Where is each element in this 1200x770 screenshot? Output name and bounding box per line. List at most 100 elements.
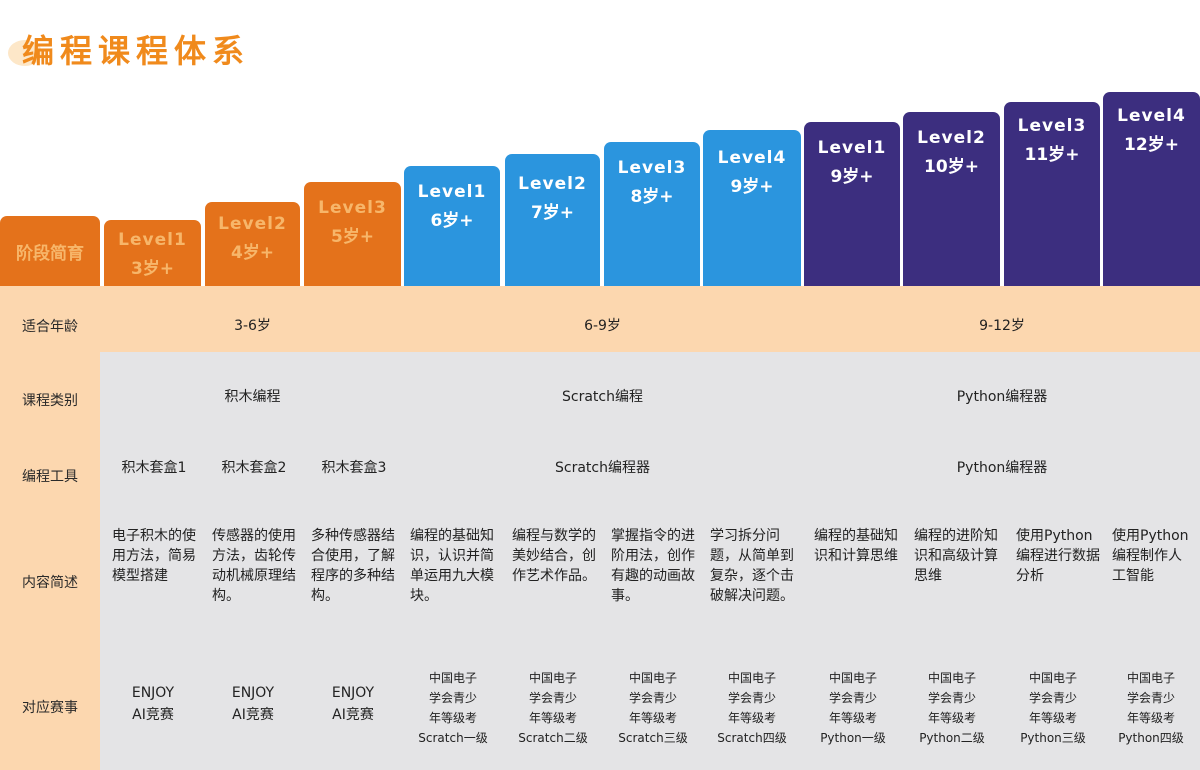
stair-level: Level1 (817, 138, 887, 158)
competition-line: 学会青少 (828, 691, 877, 705)
stair-level: Level3 (1017, 116, 1087, 136)
competition-line: 中国电子 (1126, 671, 1175, 685)
competition-line: Python四级 (1118, 731, 1184, 745)
competition-line: Python二级 (919, 731, 985, 745)
competition-cell: 中国电子 学会青少 年等级考 Scratch三级 (604, 668, 702, 748)
competition-line: 中国电子 (528, 671, 577, 685)
category-cell: 积木编程 (224, 389, 281, 405)
content-cell: 编程的进阶知识和高级计算思维 (914, 528, 998, 584)
row-label-tool: 编程工具 (22, 469, 78, 485)
tool-cell: 积木套盒1 (121, 460, 187, 476)
stair-age: 9岁+ (830, 167, 874, 187)
tool-cell: Python编程器 (956, 460, 1048, 476)
competition-line: 年等级考 (727, 711, 776, 725)
competition-line: ENJOY (131, 685, 175, 701)
competition-line: 年等级考 (628, 711, 677, 725)
stair-blue-2: Level2 7岁+ (505, 154, 600, 286)
competition-line: Python三级 (1020, 731, 1086, 745)
content-cell: 掌握指令的进阶用法，创作有趣的动画故事。 (611, 528, 695, 604)
tool-cell: 积木套盒3 (321, 460, 387, 476)
competition-line: 学会青少 (628, 691, 677, 705)
competition-line: 中国电子 (428, 671, 477, 685)
stair-level: Level4 (1117, 106, 1186, 126)
competition-line: Scratch二级 (518, 731, 588, 745)
stage-header-cell: 阶段简育 (0, 216, 100, 286)
stair-age: 10岁+ (924, 157, 979, 177)
stair-level: Level3 (318, 198, 387, 218)
content-cell: 编程与数学的美妙结合，创作艺术作品。 (512, 528, 596, 584)
stair-age: 11岁+ (1024, 145, 1080, 165)
table-body (0, 352, 1200, 770)
content-cell: 编程的基础知识，认识并简单运用九大模块。 (410, 528, 494, 604)
competition-line: AI竞赛 (132, 707, 174, 723)
stair-orange-2: Level2 4岁+ (205, 202, 300, 286)
competition-cell: 中国电子 学会青少 年等级考 Python四级 (1102, 668, 1200, 748)
stair-age: 12岁+ (1124, 135, 1179, 155)
content-cell: 传感器的使用方法，齿轮传动机械原理结构。 (212, 528, 296, 604)
stair-age: 6岁+ (430, 211, 474, 231)
competition-line: Python一级 (820, 731, 886, 745)
content-cell: 电子积木的使用方法，简易模型搭建 (112, 528, 196, 584)
competition-line: 年等级考 (828, 711, 877, 725)
tool-cell: Scratch编程器 (555, 460, 650, 476)
stair-level: Level1 (118, 230, 187, 250)
content-cell: 编程的基础知识和计算思维 (814, 528, 898, 564)
stage-header-label: 阶段简育 (16, 243, 84, 264)
competition-cell: 中国电子 学会青少 年等级考 Scratch二级 (504, 668, 602, 748)
competition-cell: ENJOY AI竞赛 (204, 682, 302, 726)
competition-line: 中国电子 (1028, 671, 1077, 685)
category-cell: Scratch编程 (562, 389, 643, 405)
competition-line: 年等级考 (1126, 711, 1175, 725)
content-cell: 学习拆分问题，从简单到复杂，逐个击破解决问题。 (710, 528, 794, 604)
content-cell: 使用Python编程制作人工智能 (1112, 528, 1189, 584)
competition-line: 学会青少 (1028, 691, 1077, 705)
stair-level: Level3 (617, 158, 687, 178)
competition-line: ENJOY (231, 685, 275, 701)
stair-age: 3岁+ (130, 259, 175, 279)
competition-line: 中国电子 (927, 671, 976, 685)
tool-cell: 积木套盒2 (221, 460, 287, 476)
age-row (0, 286, 1200, 352)
competition-line: 年等级考 (1028, 711, 1077, 725)
age-cell: 9-12岁 (979, 318, 1025, 334)
competition-line: 中国电子 (628, 671, 677, 685)
competition-cell: 中国电子 学会青少 年等级考 Python一级 (804, 668, 902, 748)
content-cell: 使用Python编程进行数据分析 (1016, 528, 1100, 584)
competition-line: 学会青少 (428, 691, 477, 705)
stair-purple-2: Level2 10岁+ (903, 112, 1000, 286)
stair-orange-1: Level1 3岁+ (104, 220, 201, 286)
stair-age: 4岁+ (230, 243, 275, 263)
competition-line: Scratch一级 (418, 731, 488, 745)
label-column (0, 352, 100, 770)
stair-level: Level4 (717, 148, 787, 168)
stair-age: 7岁+ (530, 203, 575, 223)
competition-line: 年等级考 (528, 711, 577, 725)
stair-age: 9岁+ (730, 177, 774, 197)
row-label-content: 内容简述 (22, 575, 78, 591)
competition-line: AI竞赛 (232, 707, 274, 723)
page-title: 编程课程体系 (22, 32, 251, 70)
competition-line: Scratch三级 (618, 731, 688, 745)
competition-cell: 中国电子 学会青少 年等级考 Scratch一级 (404, 668, 502, 748)
stair-blue-1: Level1 6岁+ (404, 166, 500, 286)
age-cell: 3-6岁 (234, 318, 271, 334)
stair-blue-3: Level3 8岁+ (604, 142, 700, 286)
competition-line: 中国电子 (727, 671, 776, 685)
stair-orange-3: Level3 5岁+ (304, 182, 401, 286)
stair-level: Level2 (518, 174, 587, 194)
title-decoration (8, 40, 42, 66)
row-label-category: 课程类别 (22, 393, 78, 409)
row-label-age: 适合年龄 (22, 319, 78, 335)
stair-level: Level1 (417, 182, 487, 202)
competition-cell: 中国电子 学会青少 年等级考 Scratch四级 (703, 668, 801, 748)
competition-line: 学会青少 (927, 691, 976, 705)
stair-age: 5岁+ (330, 227, 375, 247)
competition-line: AI竞赛 (332, 707, 374, 723)
stair-level: Level2 (218, 214, 287, 234)
competition-line: 学会青少 (727, 691, 776, 705)
stair-age: 8岁+ (630, 187, 674, 207)
competition-line: Scratch四级 (717, 731, 787, 745)
competition-cell: ENJOY AI竞赛 (304, 682, 402, 726)
stair-blue-4: Level4 9岁+ (703, 130, 801, 286)
competition-line: 学会青少 (1126, 691, 1175, 705)
